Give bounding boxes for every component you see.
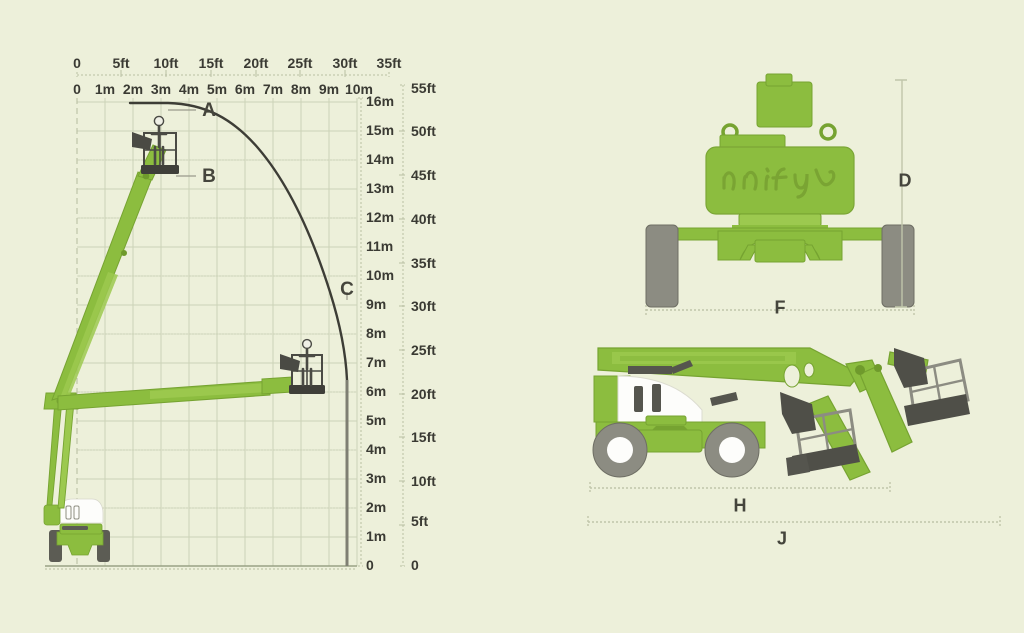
y-tick-ft: 15ft xyxy=(411,429,436,445)
dimension-d-line xyxy=(895,79,907,308)
y-tick-m: 3m xyxy=(366,470,387,486)
x-tick-m: 4m xyxy=(178,81,200,97)
front-view: D F xyxy=(620,70,950,320)
y-axis-metric-labels: 16m 15m 14m 13m 12m 11m 10m 9m 8m 7m 6m … xyxy=(0,0,460,633)
x-tick-ft: 20ft xyxy=(243,55,269,71)
y-tick-m: 0 xyxy=(366,557,374,573)
callout-b: B xyxy=(202,166,216,187)
x-tick-m: 2m xyxy=(122,81,144,97)
y-tick-m: 5m xyxy=(366,412,387,428)
working-envelope-chart: 0 5ft 10ft 15ft 20ft 25ft 30ft 35ft 0 1m… xyxy=(0,0,460,633)
side-view: H J xyxy=(560,330,1020,560)
x-tick-m: 5m xyxy=(206,81,228,97)
dimension-f-label: F xyxy=(774,297,786,318)
y-tick-m: 1m xyxy=(366,528,387,544)
y-tick-m: 7m xyxy=(366,354,387,370)
dimension-j-label: J xyxy=(776,528,788,549)
y-axis-imperial-labels: 55ft 50ft 45ft 40ft 35ft 30ft 25ft 20ft … xyxy=(0,0,460,633)
x-tick-ft: 30ft xyxy=(332,55,358,71)
y-tick-ft: 55ft xyxy=(411,80,436,96)
x-tick-m: 3m xyxy=(150,81,172,97)
callout-a: A xyxy=(202,100,216,121)
side-view-graphics xyxy=(587,347,1001,528)
y-tick-m: 15m xyxy=(366,122,395,138)
y-tick-ft: 45ft xyxy=(411,167,436,183)
y-tick-m: 9m xyxy=(366,296,387,312)
machine-raised-illustration xyxy=(43,115,325,562)
callout-leaders xyxy=(168,109,348,300)
x-tick-m: 0 xyxy=(73,81,81,97)
x-axis-metric-labels: 0 1m 2m 3m 4m 5m 6m 7m 8m 9m 10m xyxy=(0,80,460,98)
dimension-j-line xyxy=(587,516,1001,528)
y-tick-ft: 25ft xyxy=(411,342,436,358)
x-tick-ft: 5ft xyxy=(112,55,130,71)
y-tick-m: 13m xyxy=(366,180,395,196)
dimension-h-label: H xyxy=(733,495,747,516)
platform-basket-upper xyxy=(132,115,179,174)
dimension-d-label: D xyxy=(898,170,912,191)
y-tick-m: 12m xyxy=(366,209,395,225)
y-tick-ft: 50ft xyxy=(411,123,436,139)
main-boom-raised xyxy=(51,144,167,401)
stowed-platform-basket xyxy=(780,392,860,476)
y-tick-ft: 35ft xyxy=(411,255,436,271)
y-tick-ft: 10ft xyxy=(411,473,436,489)
x-axis-imperial-labels: 0 5ft 10ft 15ft 20ft 25ft 30ft 35ft xyxy=(0,54,460,72)
x-tick-ft: 10ft xyxy=(153,55,179,71)
y-tick-m: 10m xyxy=(366,267,395,283)
chassis-base xyxy=(43,498,110,562)
x-tick-ft: 25ft xyxy=(287,55,313,71)
chart-graphics xyxy=(43,70,405,570)
lower-riser-boom xyxy=(46,399,75,509)
y-tick-m: 2m xyxy=(366,499,387,515)
dimension-f-line xyxy=(645,303,915,315)
y-tick-m: 4m xyxy=(366,441,387,457)
x-tick-m: 9m xyxy=(318,81,340,97)
x-tick-m: 8m xyxy=(290,81,312,97)
x-tick-ft: 35ft xyxy=(376,55,402,71)
nifty-logo xyxy=(722,167,836,199)
y-tick-ft: 20ft xyxy=(411,386,436,402)
x-tick-ft: 15ft xyxy=(198,55,224,71)
y-tick-m: 11m xyxy=(366,238,394,254)
stowed-platform-basket-far xyxy=(894,348,970,426)
y-tick-m: 14m xyxy=(366,151,395,167)
y-tick-m: 16m xyxy=(366,93,395,109)
x-tick-m: 1m xyxy=(94,81,116,97)
envelope-curve xyxy=(128,101,349,382)
callout-c: C xyxy=(340,279,354,300)
dimension-h-line xyxy=(589,482,891,494)
chart-grid xyxy=(77,98,358,566)
front-view-graphics xyxy=(645,73,915,315)
x-tick-m: 6m xyxy=(234,81,256,97)
y-tick-ft: 30ft xyxy=(411,298,436,314)
y-tick-m: 8m xyxy=(366,325,387,341)
x-tick-ft: 0 xyxy=(73,55,81,71)
y-tick-ft: 5ft xyxy=(411,513,429,529)
y-axis-imperial-tick-bar xyxy=(399,84,405,567)
y-tick-m: 6m xyxy=(366,383,387,399)
horizontal-boom xyxy=(57,376,293,411)
x-axis-tick-bar xyxy=(76,70,390,77)
x-tick-m: 10m xyxy=(344,81,374,97)
y-axis-metric-tick-bar xyxy=(358,97,363,567)
y-tick-ft: 0 xyxy=(411,557,419,573)
x-tick-m: 7m xyxy=(262,81,284,97)
platform-basket-lower xyxy=(280,338,325,394)
y-tick-ft: 40ft xyxy=(411,211,436,227)
